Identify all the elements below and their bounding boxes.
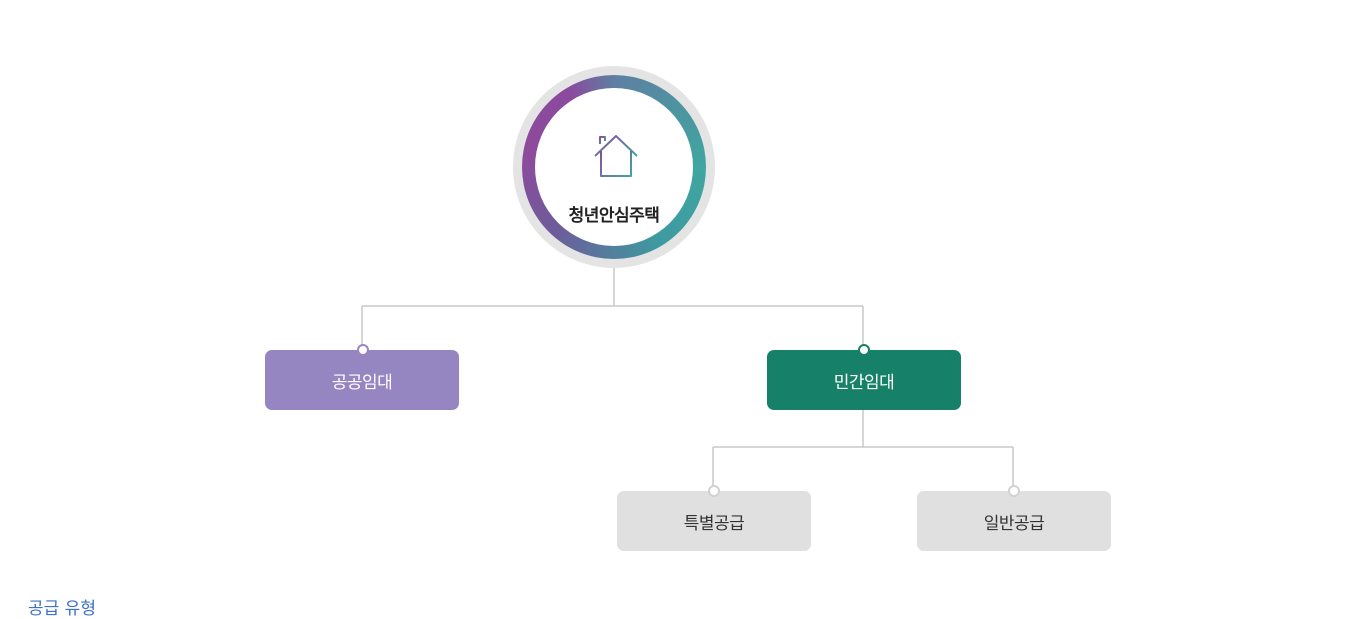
root-node: 청년안심주택 [513, 66, 715, 268]
private-rental-dot [858, 344, 870, 356]
house-icon [594, 135, 638, 177]
private-rental-node[interactable]: 민간임대 [767, 350, 961, 410]
partial-section-heading: 공급 유형 [28, 599, 96, 619]
general-supply-label: 일반공급 [983, 513, 1045, 534]
private-rental-label: 민간임대 [833, 372, 895, 393]
public-rental-node[interactable]: 공공임대 [265, 350, 459, 410]
root-label: 청년안심주택 [568, 206, 660, 226]
general-supply-node[interactable]: 일반공급 [917, 491, 1111, 551]
root-gradient-ring: 청년안심주택 [522, 75, 706, 259]
public-rental-label: 공공임대 [331, 372, 393, 393]
general-supply-dot [1008, 485, 1020, 497]
special-supply-label: 특별공급 [683, 513, 745, 534]
public-rental-dot [357, 344, 369, 356]
root-inner-circle: 청년안심주택 [535, 88, 693, 246]
special-supply-dot [708, 485, 720, 497]
special-supply-node[interactable]: 특별공급 [617, 491, 811, 551]
